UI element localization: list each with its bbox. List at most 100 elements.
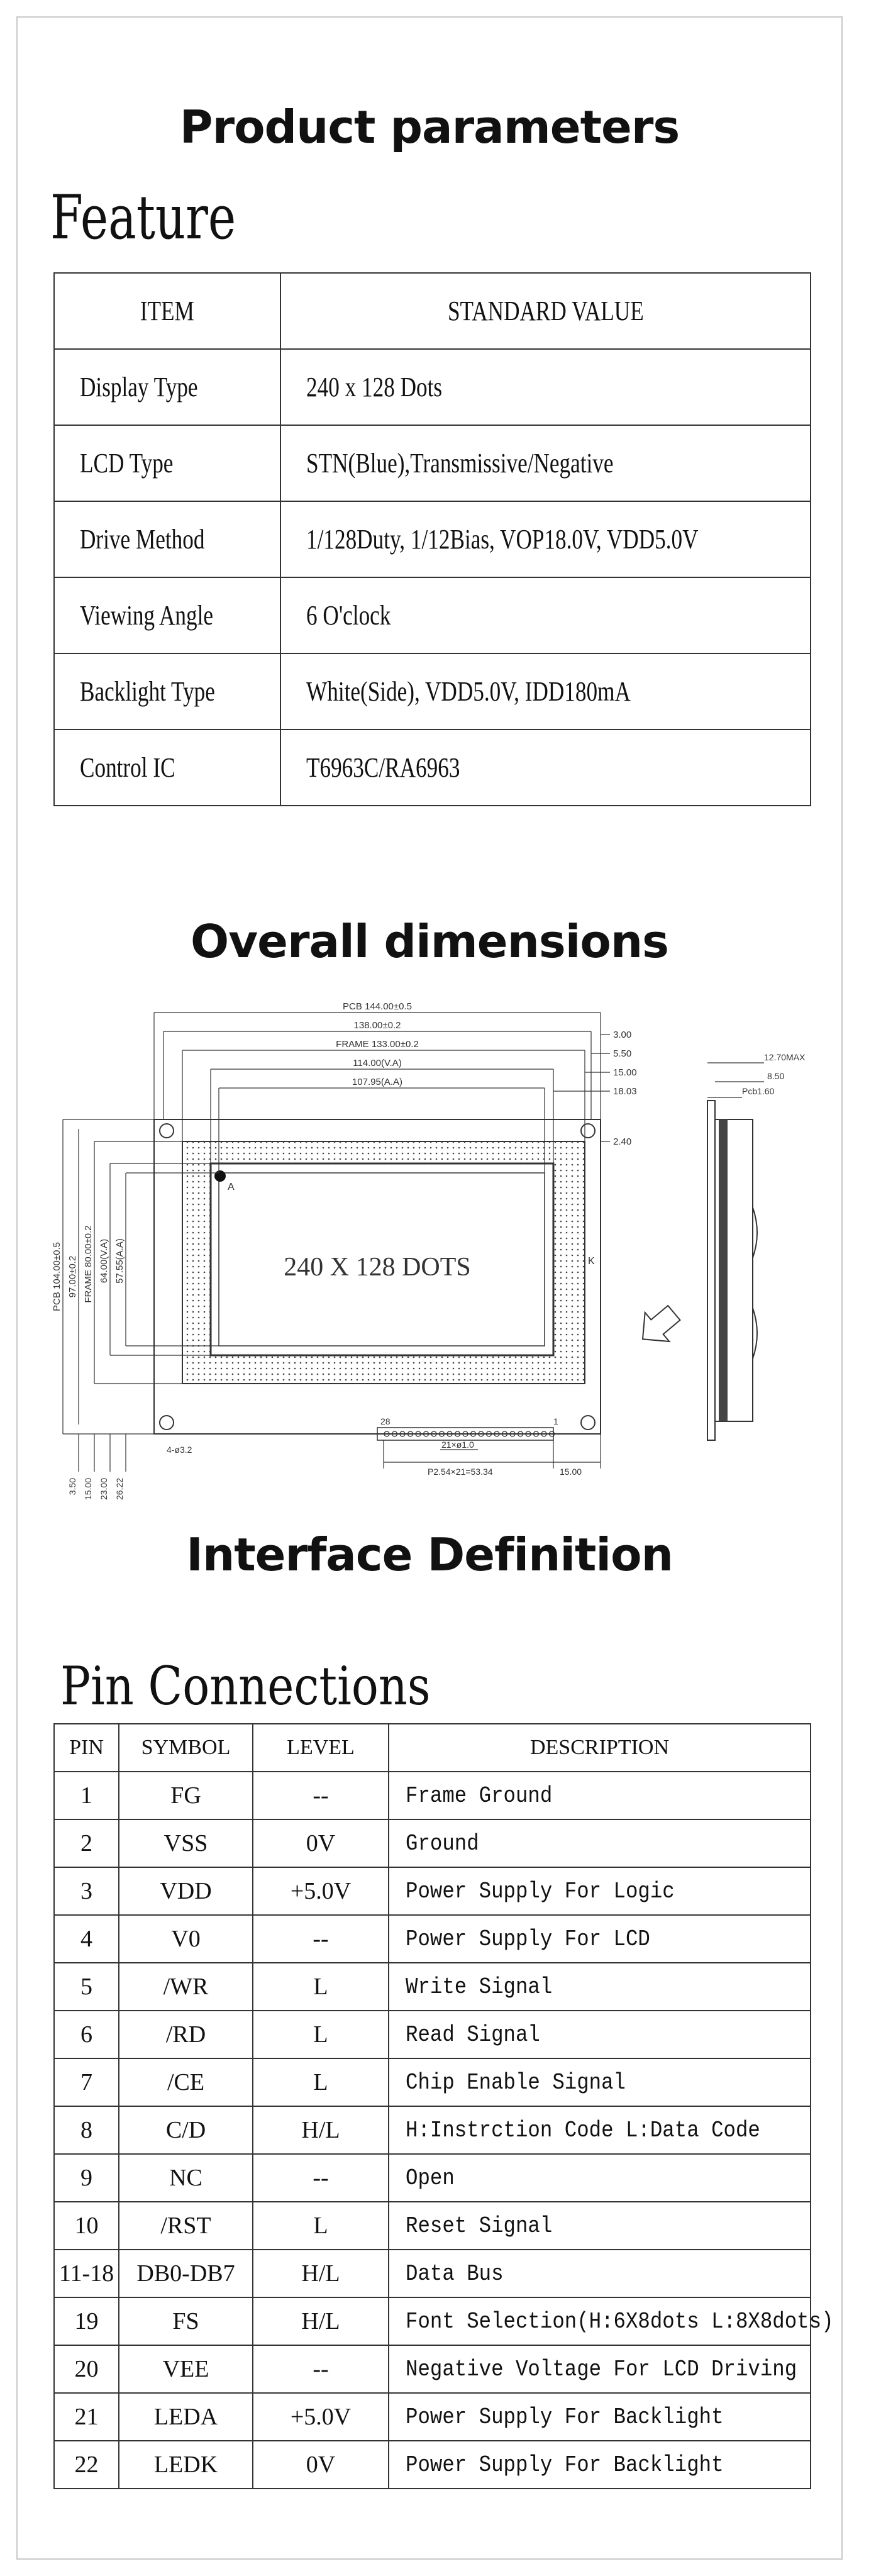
pin-symbol: FS [118,2297,253,2346]
pin-symbol: /WR [118,1962,253,2011]
pin-symbol: /RST [118,2201,253,2250]
pin-description: Ground [388,1819,811,1868]
pin-level: L [252,2010,389,2059]
pin-number: 19 [53,2297,119,2346]
pin-first-label: 1 [553,1416,558,1426]
interface-definition-title: Interface Definition [186,1528,673,1581]
pin-symbol: LEDK [118,2440,253,2489]
pin-symbol: C/D [118,2106,253,2155]
mount-hole-tl [159,1123,174,1138]
pin-number: 1 [53,1771,119,1820]
pin-hole [446,1431,453,1437]
pin-hole [509,1431,516,1437]
pin-header [377,1427,555,1441]
pin-symbol: FG [118,1771,253,1820]
dim-aa-height: 57.55(A.A) [114,1238,125,1284]
pin-description: Power Supply For Logic [388,1867,811,1916]
pin-hole [462,1431,468,1437]
feature-value: 1/128Duty, 1/12Bias, VOP18.0V, VDD5.0V [280,501,811,578]
top-dim-lines [153,1012,601,1173]
pin-level: -- [252,1771,389,1820]
pin-hole [533,1431,540,1437]
pin-number: 22 [53,2440,119,2489]
pin-symbol: V0 [118,1914,253,1963]
corner-k-label: K [588,1256,595,1267]
pin-description: Open [388,2153,811,2202]
dim-2-40: 2.40 [613,1136,631,1147]
pin-hole [494,1431,500,1437]
dim-va-width: 114.00(V.A) [353,1058,402,1069]
pin-header-level: LEVEL [252,1723,389,1772]
pin-description: Write Signal [388,1962,811,2011]
pin-symbol: LEDA [118,2392,253,2441]
mount-hole-br [580,1415,596,1430]
pin-hole [501,1431,508,1437]
pin-description: Data Bus [388,2249,811,2298]
pin-number: 2 [53,1819,119,1868]
pin-number: 4 [53,1914,119,1963]
pin-level: L [252,1962,389,2011]
dim-138: 138.00±0.2 [354,1020,401,1031]
dim-97: 97.00±0.2 [67,1256,78,1298]
pin-header-description: DESCRIPTION [388,1723,811,1772]
pin-symbol: /RD [118,2010,253,2059]
pin-symbol: VEE [118,2345,253,2394]
page-frame [16,16,843,2560]
pin-level: -- [252,1914,389,1963]
side-dim-8-50: 8.50 [767,1071,784,1081]
pin-description: Reset Signal [388,2201,811,2250]
dim-pcb-width: PCB 144.00±0.5 [343,1001,412,1012]
pin-hole [470,1431,477,1437]
pin-level: 0V [252,1819,389,1868]
pin-hole [423,1431,429,1437]
dim-pcb-height: PCB 104.00±0.5 [52,1242,62,1311]
pin-number: 10 [53,2201,119,2250]
pin-connections-heading: Pin Connections [60,1655,431,1717]
pin-hole [431,1431,437,1437]
feature-item: Display Type [53,348,281,426]
pin-symbol: VSS [118,1819,253,1868]
dim-15-00: 15.00 [613,1067,637,1078]
pin-number: 9 [53,2153,119,2202]
pin-symbol: VDD [118,1867,253,1916]
pin-number: 8 [53,2106,119,2155]
overall-dimensions-title: Overall dimensions [191,915,669,968]
pin-number: 7 [53,2058,119,2107]
bottom-dim-lines [383,1434,601,1468]
side-dim-max: 12.70MAX [764,1052,806,1062]
pin-hole [485,1431,492,1437]
pin-level: H/L [252,2249,389,2298]
mount-hole-tr [580,1123,596,1138]
dim-5-50: 5.50 [613,1048,631,1059]
feature-value: White(Side), VDD5.0V, IDD180mA [280,653,811,730]
dim-3-50: 3.50 [67,1478,77,1495]
feature-item: Drive Method [53,501,281,578]
display-label: 240 X 128 DOTS [284,1253,471,1282]
dim-bl-15: 15.00 [83,1478,93,1500]
pin-number: 20 [53,2345,119,2394]
side-dim-pcb: Pcb1.60 [742,1086,775,1096]
pin-spacing-label: 21×ø1.0 [441,1440,474,1450]
pin-description: Power Supply For Backlight [388,2392,811,2441]
feature-item: Backlight Type [53,653,281,730]
pin-number: 5 [53,1962,119,2011]
pin-number: 3 [53,1867,119,1916]
mount-hole-bl [159,1415,174,1430]
left-dim-lines [62,1119,219,1472]
feature-heading: Feature [50,182,236,253]
dim-18-03: 18.03 [613,1086,637,1097]
pin-last-label: 28 [380,1416,391,1426]
pin-description: Power Supply For Backlight [388,2440,811,2489]
pin-symbol: DB0-DB7 [118,2249,253,2298]
pin-hole [415,1431,421,1437]
